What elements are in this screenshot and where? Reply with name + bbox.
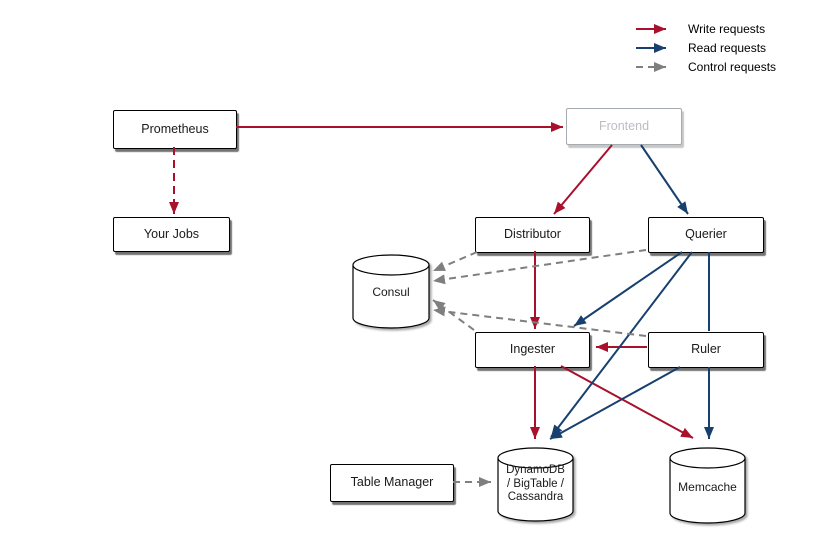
node-ingester: Ingester [475, 332, 598, 373]
node-label: Memcache [678, 480, 737, 494]
cylinder-shape [669, 447, 746, 524]
edge-frontend-distributor [553, 144, 613, 215]
edge-querier-consul [432, 249, 647, 285]
edge-querier-ingester [573, 251, 683, 327]
node-label: Table Manager [350, 475, 434, 490]
edge-distributor-consul [432, 251, 478, 272]
node-memcache: Memcache [669, 447, 746, 525]
node-label-line: Cassandra [507, 491, 564, 504]
node-label: Querier [685, 227, 727, 242]
node-label: Prometheus [141, 121, 209, 136]
node-label: Ingester [509, 342, 556, 357]
node-chunk-store: DynamoDB / BigTable / Cassandra [497, 447, 574, 523]
node-label: Frontend [598, 118, 650, 133]
node-table-manager: Table Manager [330, 464, 454, 502]
edge-ingester-memcache [560, 365, 694, 439]
node-consul: Consul [352, 254, 430, 330]
node-label-line: DynamoDB [506, 464, 565, 476]
node-prometheus: Prometheus [113, 110, 237, 149]
edge-frontend-querier [640, 144, 689, 215]
cylinder-shape [352, 254, 430, 329]
cylinder-shape [497, 447, 574, 522]
node-label-line: / BigTable / [507, 477, 564, 490]
node-label: Consul [372, 285, 410, 299]
node-label: Ruler [691, 342, 721, 357]
node-label: Distributor [504, 227, 561, 242]
node-label: Your Jobs [143, 226, 200, 241]
node-querier: Querier [648, 217, 772, 258]
legend-label-read: Read requests [688, 41, 767, 55]
node-frontend: Frontend [566, 108, 690, 150]
edge-ruler-chunk_store [549, 366, 681, 440]
legend-label-write: Write requests [688, 22, 766, 36]
legend-label-control: Control requests [688, 60, 777, 74]
node-distributor: Distributor [475, 217, 598, 258]
node-your-jobs: Your Jobs [113, 217, 238, 257]
node-ruler: Ruler [648, 332, 772, 373]
edge-ingester-consul [432, 299, 475, 331]
